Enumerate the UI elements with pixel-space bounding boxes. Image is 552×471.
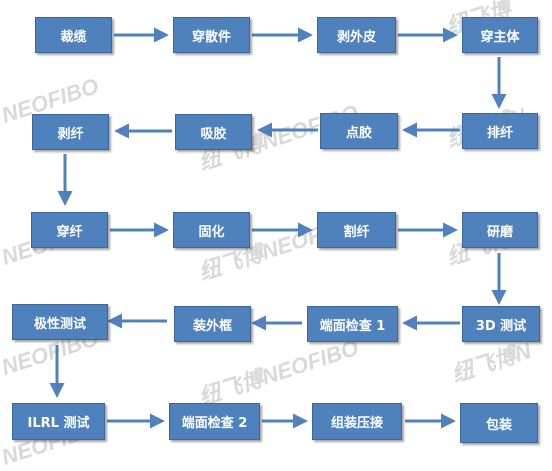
step-label: 穿主体: [480, 29, 520, 45]
step-label: 点胶: [345, 125, 372, 141]
step-label: 端面检查 1: [319, 318, 386, 334]
step-label: 吸胶: [200, 126, 227, 142]
step-label: 极性测试: [33, 316, 86, 332]
step-box: 包装: [460, 403, 538, 443]
step-box: 剥纤: [32, 114, 109, 150]
step-label: 3D 测试: [475, 318, 527, 334]
step-box: 吸胶: [175, 114, 252, 150]
step-box: 点胶: [320, 113, 398, 149]
step-box: 穿主体: [462, 17, 538, 53]
step-box: 剥外皮: [317, 17, 396, 53]
step-box: 割纤: [317, 212, 396, 248]
flow-arrows: [49, 27, 507, 429]
step-box: 研磨: [462, 212, 538, 248]
step-box: 装外框: [174, 306, 251, 342]
process-flowchart: 纽飞博 NEOFIBO 纽飞博NEOFIBO 纽飞博N NEOFIBO 纽飞博N…: [0, 0, 540, 470]
step-label: 包装: [485, 417, 512, 433]
step-label: 装外框: [192, 318, 232, 334]
step-label: 穿纤: [56, 224, 83, 240]
step-label: 组装压接: [330, 416, 383, 431]
step-label: 穿散件: [191, 29, 231, 45]
step-box: 组装压接: [312, 403, 402, 440]
step-label: 固化: [198, 224, 225, 240]
step-box: 3D 测试: [462, 306, 540, 342]
step-label: 剥外皮: [336, 29, 376, 45]
step-box: 裁缆: [35, 17, 112, 53]
step-label: 割纤: [343, 224, 370, 240]
step-box: 穿纤: [31, 212, 108, 248]
step-box: 端面检查 2: [169, 403, 260, 440]
step-label: 裁缆: [60, 29, 87, 45]
step-box: 端面检查 1: [307, 306, 398, 342]
step-label: 剥纤: [57, 126, 84, 142]
step-box: 穿散件: [173, 17, 250, 53]
step-box: 极性测试: [12, 304, 108, 340]
step-box: 排纤: [462, 113, 538, 149]
step-label: 排纤: [486, 125, 513, 141]
step-box: 固化: [173, 212, 250, 248]
step-label: 端面检查 2: [181, 416, 248, 431]
step-label: ILRL 测试: [27, 416, 90, 431]
step-label: 研磨: [486, 224, 513, 240]
step-box: ILRL 测试: [12, 403, 105, 440]
